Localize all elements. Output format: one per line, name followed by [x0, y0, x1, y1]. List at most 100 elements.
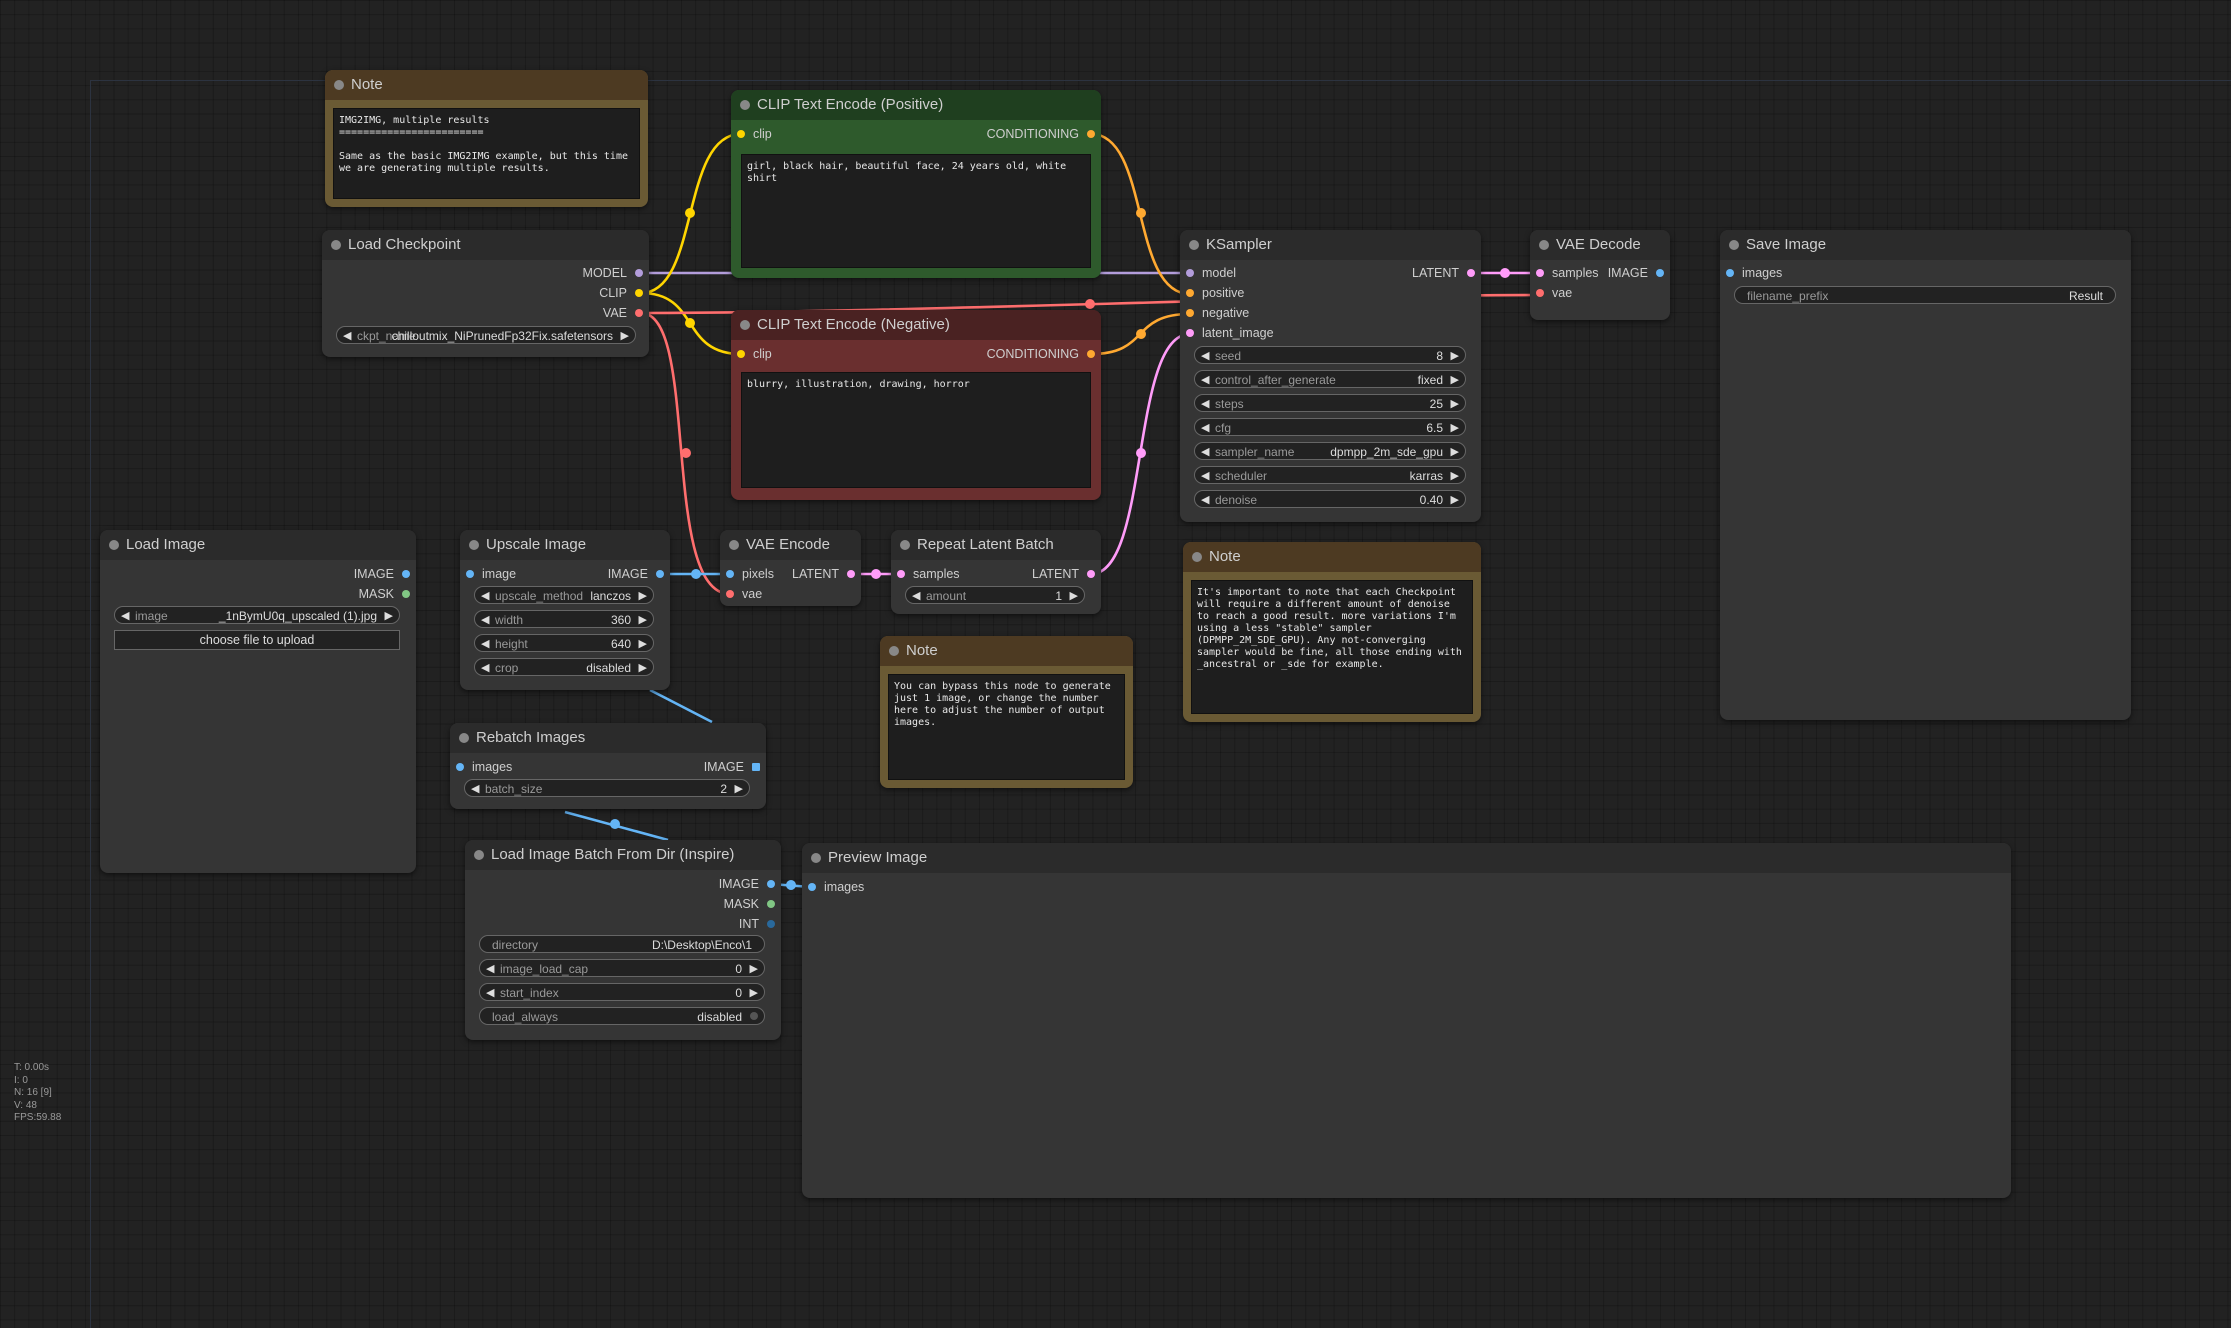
increment-arrow-icon[interactable]: ▶ — [1450, 494, 1459, 506]
node-note-intro[interactable]: Note IMG2IMG, multiple results =========… — [325, 70, 648, 207]
image-combo[interactable]: ◀image_1nBymU0q_upscaled (1).jpg▶ — [114, 606, 400, 624]
note-textarea[interactable]: It's important to note that each Checkpo… — [1191, 580, 1473, 714]
increment-arrow-icon[interactable]: ▶ — [638, 614, 647, 626]
increment-arrow-icon[interactable]: ▶ — [1450, 446, 1459, 458]
output-slot-clip[interactable]: CLIP — [599, 285, 643, 301]
input-slot-samples[interactable]: samples — [1536, 265, 1599, 281]
node-title[interactable]: Load Checkpoint — [322, 230, 649, 260]
toggle-indicator-icon[interactable] — [750, 1012, 758, 1020]
increment-arrow-icon[interactable]: ▶ — [1450, 350, 1459, 362]
decrement-arrow-icon[interactable]: ◀ — [912, 590, 921, 602]
increment-arrow-icon[interactable]: ▶ — [620, 330, 629, 342]
image-pin-icon[interactable] — [456, 763, 464, 771]
image-pin-icon[interactable] — [767, 880, 775, 888]
node-clip-text-encode-positive[interactable]: CLIP Text Encode (Positive) clip CONDITI… — [731, 90, 1101, 278]
note-textarea[interactable]: IMG2IMG, multiple results ==============… — [333, 108, 640, 199]
node-title[interactable]: Upscale Image — [460, 530, 670, 560]
increment-arrow-icon[interactable]: ▶ — [1450, 422, 1459, 434]
node-clip-text-encode-negative[interactable]: CLIP Text Encode (Negative) clip CONDITI… — [731, 310, 1101, 500]
decrement-arrow-icon[interactable]: ◀ — [343, 330, 352, 342]
decrement-arrow-icon[interactable]: ◀ — [486, 963, 495, 975]
decrement-arrow-icon[interactable]: ◀ — [481, 614, 490, 626]
node-ksampler[interactable]: KSampler model positive negative latent_… — [1180, 230, 1481, 522]
decrement-arrow-icon[interactable]: ◀ — [1201, 470, 1210, 482]
image-pin-icon[interactable] — [1656, 269, 1664, 277]
output-slot-latent[interactable]: LATENT — [1412, 265, 1475, 281]
collapse-dot-icon[interactable] — [740, 320, 750, 330]
output-slot-conditioning[interactable]: CONDITIONING — [987, 126, 1095, 142]
decrement-arrow-icon[interactable]: ◀ — [481, 638, 490, 650]
clip-pin-icon[interactable] — [737, 130, 745, 138]
image-pin-icon[interactable] — [1726, 269, 1734, 277]
input-slot-latent-image[interactable]: latent_image — [1186, 325, 1274, 341]
collapse-dot-icon[interactable] — [1189, 240, 1199, 250]
clip-pin-icon[interactable] — [737, 350, 745, 358]
collapse-dot-icon[interactable] — [331, 240, 341, 250]
conditioning-pin-icon[interactable] — [1087, 350, 1095, 358]
input-slot-model[interactable]: model — [1186, 265, 1236, 281]
increment-arrow-icon[interactable]: ▶ — [1450, 398, 1459, 410]
image-pin-icon[interactable] — [726, 570, 734, 578]
vae-pin-icon[interactable] — [726, 590, 734, 598]
input-slot-samples[interactable]: samples — [897, 566, 960, 582]
increment-arrow-icon[interactable]: ▶ — [638, 638, 647, 650]
latent-pin-icon[interactable] — [1467, 269, 1475, 277]
vae-pin-icon[interactable] — [635, 309, 643, 317]
input-slot-images[interactable]: images — [1726, 265, 1782, 281]
node-title[interactable]: Repeat Latent Batch — [891, 530, 1101, 560]
collapse-dot-icon[interactable] — [900, 540, 910, 550]
model-pin-icon[interactable] — [635, 269, 643, 277]
output-slot-mask[interactable]: MASK — [359, 586, 410, 602]
node-title[interactable]: Rebatch Images — [450, 723, 766, 753]
increment-arrow-icon[interactable]: ▶ — [734, 783, 743, 795]
latent-pin-icon[interactable] — [1087, 570, 1095, 578]
mask-pin-icon[interactable] — [402, 590, 410, 598]
node-title[interactable]: VAE Decode — [1530, 230, 1670, 260]
vae-pin-icon[interactable] — [1536, 289, 1544, 297]
clip-pin-icon[interactable] — [635, 289, 643, 297]
output-slot-latent[interactable]: LATENT — [1032, 566, 1095, 582]
node-note-bypass[interactable]: Note You can bypass this node to generat… — [880, 636, 1133, 788]
increment-arrow-icon[interactable]: ▶ — [749, 963, 758, 975]
collapse-dot-icon[interactable] — [109, 540, 119, 550]
collapse-dot-icon[interactable] — [474, 850, 484, 860]
input-slot-negative[interactable]: negative — [1186, 305, 1249, 321]
input-slot-positive[interactable]: positive — [1186, 285, 1244, 301]
output-slot-image[interactable]: IMAGE — [1608, 265, 1664, 281]
prompt-textarea[interactable]: girl, black hair, beautiful face, 24 yea… — [741, 154, 1091, 268]
decrement-arrow-icon[interactable]: ◀ — [1201, 350, 1210, 362]
input-slot-pixels[interactable]: pixels — [726, 566, 774, 582]
decrement-arrow-icon[interactable]: ◀ — [481, 590, 490, 602]
image-pin-icon[interactable] — [466, 570, 474, 578]
decrement-arrow-icon[interactable]: ◀ — [1201, 374, 1210, 386]
decrement-arrow-icon[interactable]: ◀ — [1201, 422, 1210, 434]
node-note-denoise[interactable]: Note It's important to note that each Ch… — [1183, 542, 1481, 722]
collapse-dot-icon[interactable] — [469, 540, 479, 550]
conditioning-pin-icon[interactable] — [1087, 130, 1095, 138]
input-slot-vae[interactable]: vae — [726, 586, 762, 602]
increment-arrow-icon[interactable]: ▶ — [638, 590, 647, 602]
output-slot-int[interactable]: INT — [739, 916, 775, 932]
decrement-arrow-icon[interactable]: ◀ — [486, 987, 495, 999]
collapse-dot-icon[interactable] — [459, 733, 469, 743]
node-title[interactable]: Preview Image — [802, 843, 2011, 873]
latent-pin-icon[interactable] — [847, 570, 855, 578]
collapse-dot-icon[interactable] — [1192, 552, 1202, 562]
choose-file-button[interactable]: choose file to upload — [114, 630, 400, 650]
decrement-arrow-icon[interactable]: ◀ — [481, 662, 490, 674]
node-upscale-image[interactable]: Upscale Image image IMAGE ◀upscale_metho… — [460, 530, 670, 690]
ckpt-name-combo[interactable]: ◀ ckpt_name chilloutmix_NiPrunedFp32Fix.… — [336, 326, 636, 344]
image-pin-icon[interactable] — [656, 570, 664, 578]
